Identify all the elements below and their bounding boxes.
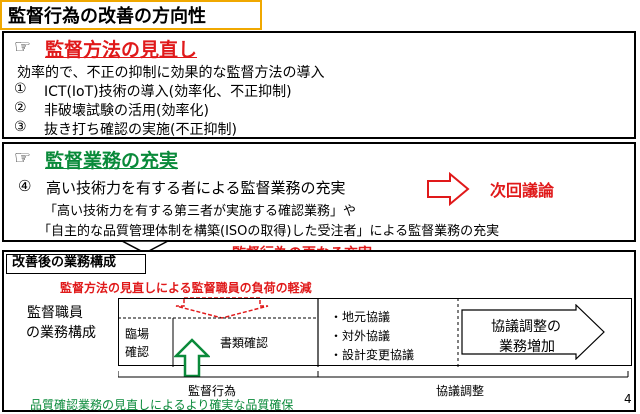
pointing-hand-icon: ☞ (14, 36, 32, 58)
section-method-review: ☞ 監督方法の見直し 効率的で、不正の抑制に効果的な監督方法の導入 ① ICT(… (2, 31, 636, 139)
cell-label: 確認 (125, 345, 150, 359)
top-note: 監督方法の見直しによる監督職員の負荷の軽減 (60, 281, 312, 295)
section-improved-structure: 改善後の業務構成 監督方法の見直しによる監督職員の負荷の軽減 監督職員 の業務構… (2, 250, 636, 412)
section-heading: 監督方法の見直し (45, 39, 198, 61)
detail-line: 「自主的な品質管理体制を構築(ISOの取得)した受注者」による監督業務の充実 (38, 224, 500, 239)
load-reduction-arrow-icon (175, 297, 269, 319)
item-text: 抜き打ち確認の実施(不正抑制) (44, 122, 237, 138)
axis-label: 監督行為 (188, 384, 237, 398)
timeline-lines (118, 298, 459, 367)
right-label: 協議調整の (491, 319, 561, 335)
detail-line: 「高い技術力を有する第三者が実施する確認業務」や (44, 204, 357, 219)
page-number: 4 (624, 392, 632, 406)
right-arrow-icon (427, 172, 470, 206)
list-item: ・地元協議 (330, 310, 391, 324)
cell-label: 書類確認 (220, 336, 269, 350)
quality-up-arrow-icon (174, 338, 210, 378)
section-heading: 監督業務の充実 (45, 150, 179, 172)
item-number: ③ (14, 119, 27, 135)
section-intro: 効率的で、不正の抑制に効果的な監督方法の導入 (17, 65, 325, 81)
left-label: の業務構成 (26, 325, 96, 341)
page-title: 監督行為の改善の方向性 (0, 0, 262, 30)
work-structure-box (118, 298, 632, 367)
item-number: ② (14, 100, 27, 116)
item-text: 非破壊試験の活用(効率化) (44, 103, 209, 119)
subsection-heading: 改善後の業務構成 (6, 254, 146, 274)
section-supervision-enhancement: ☞ 監督業務の充実 ④ 高い技術力を有する者による監督業務の充実 「高い技術力を… (2, 142, 636, 242)
list-item: ・対外協議 (330, 329, 391, 343)
axis-label: 協議調整 (436, 384, 485, 398)
left-label: 監督職員 (27, 305, 83, 321)
right-label: 業務増加 (499, 339, 555, 355)
bottom-note: 品質確認業務の見直しによるより確実な品質確保 (30, 398, 294, 412)
item-number: ④ (18, 177, 32, 195)
increase-arrow-icon (461, 304, 605, 360)
item-number: ① (14, 81, 27, 97)
list-item: ・設計変更協議 (330, 348, 415, 362)
item-text: ICT(IoT)技術の導入(効率化、不正抑制) (44, 84, 292, 100)
cell-label: 臨場 (125, 327, 150, 341)
down-arrow-icon (121, 240, 169, 254)
pointing-hand-icon: ☞ (14, 147, 32, 169)
item-text: 高い技術力を有する者による監督業務の充実 (46, 179, 346, 197)
axis-bracket (118, 371, 629, 378)
next-discussion-label: 次回議論 (490, 181, 555, 200)
